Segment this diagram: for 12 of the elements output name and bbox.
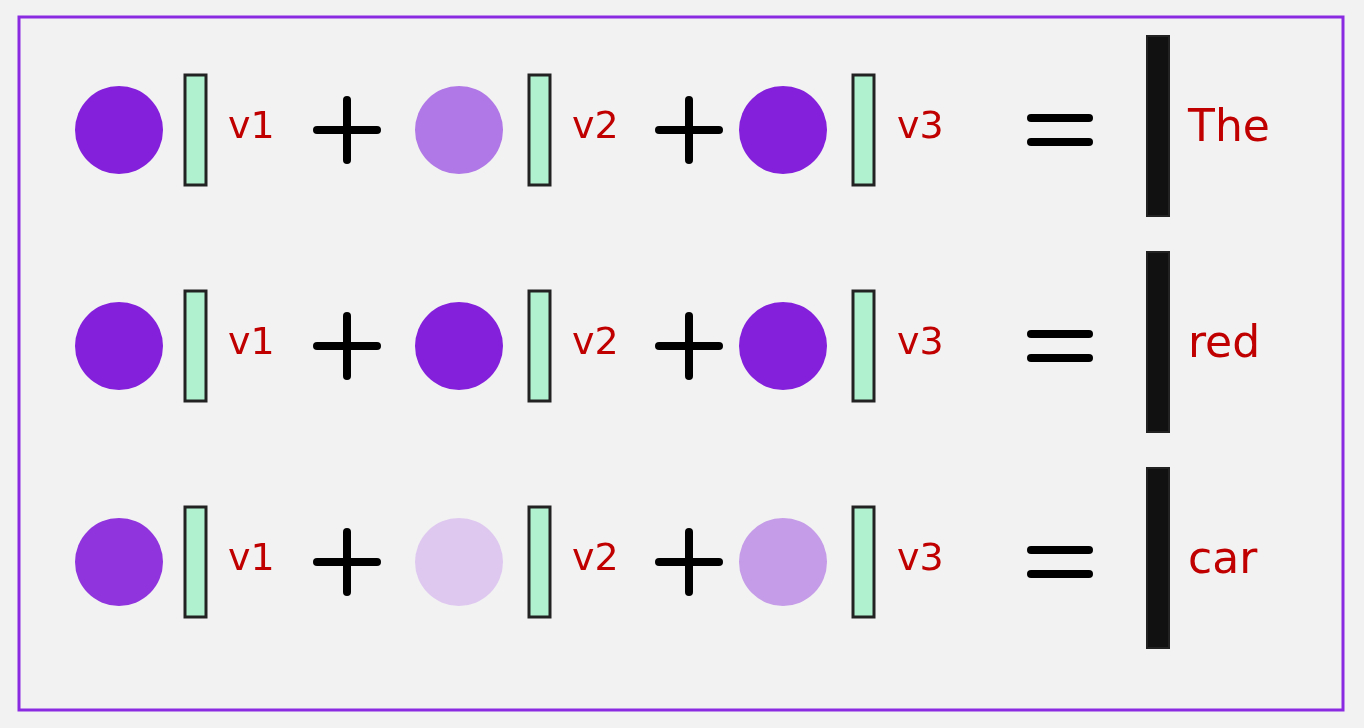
vector-label: v1 — [228, 106, 275, 144]
word-label: car — [1188, 536, 1258, 580]
vector-label: v3 — [897, 106, 944, 144]
vector-label: v3 — [897, 322, 944, 360]
vector-label: v2 — [572, 322, 619, 360]
vector-label: v2 — [572, 106, 619, 144]
vector-label: v3 — [897, 538, 944, 576]
word-label: The — [1188, 104, 1270, 148]
vector-label: v1 — [228, 322, 275, 360]
word-label: red — [1188, 320, 1261, 364]
vector-label: v2 — [572, 538, 619, 576]
vector-label: v1 — [228, 538, 275, 576]
